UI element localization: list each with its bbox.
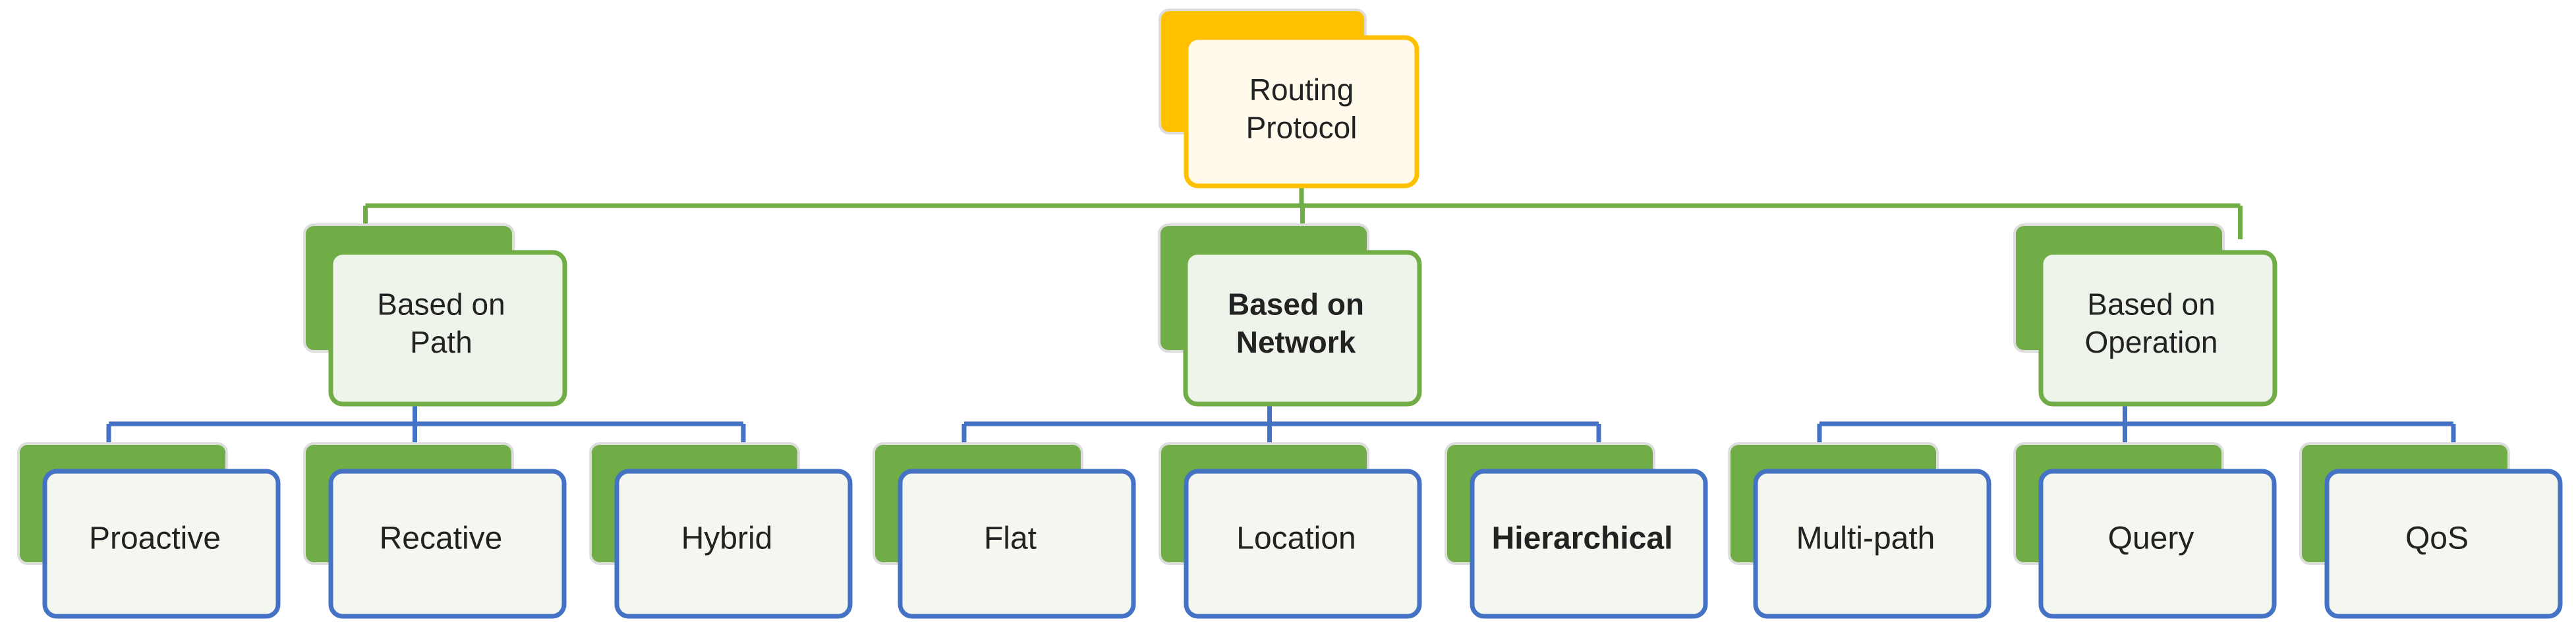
category-label-line1: Based on <box>377 287 505 321</box>
category-label-line2: Operation <box>2084 325 2218 359</box>
leaf-label: Multi-path <box>1796 521 1935 556</box>
root-card <box>1184 35 1419 189</box>
category-card <box>2038 250 2277 407</box>
leaf-card <box>1470 469 1708 619</box>
category-node: Based on Network <box>1158 223 1422 407</box>
leaf-label: Location <box>1236 521 1356 556</box>
leaf-card <box>898 469 1136 619</box>
leaf-card <box>2324 469 2563 619</box>
leaf-card <box>328 469 567 619</box>
leaf-card <box>1753 469 1991 619</box>
category-card <box>1183 250 1422 407</box>
leaf-node: Location <box>1159 442 1422 619</box>
leaf-node: Proactive <box>17 442 281 619</box>
category-node: Based on Operation <box>2013 223 2277 407</box>
leaf-node: Hierarchical <box>1445 442 1708 619</box>
leaf-card <box>2038 469 2277 619</box>
leaf-label: Hierarchical <box>1492 521 1673 556</box>
leaf-card <box>42 469 281 619</box>
leaf-node: QoS <box>2299 442 2563 619</box>
leaf-label: Hybrid <box>681 521 773 556</box>
leaf-node: Hybrid <box>589 442 853 619</box>
leaf-label: Proactive <box>89 521 221 556</box>
category-node: Based on Path <box>303 223 567 407</box>
category-label-line1: Based on <box>2087 287 2215 321</box>
leaf-card <box>614 469 853 619</box>
leaf-label: Flat <box>984 521 1037 556</box>
category-label-line1: Based on <box>1228 287 1364 321</box>
leaf-node: Query <box>2013 442 2277 619</box>
connectors <box>106 186 2456 443</box>
leaf-card <box>1184 469 1422 619</box>
leaf-node: Recative <box>303 442 567 619</box>
leaf-label: Recative <box>380 521 503 556</box>
root-label-line2: Protocol <box>1246 110 1358 144</box>
category-label-line2: Network <box>1236 325 1356 359</box>
root-label-line1: Routing <box>1249 73 1354 107</box>
leaf-node: Multi-path <box>1728 442 1991 619</box>
leaf-label: QoS <box>2405 521 2469 556</box>
leaf-label: Query <box>2108 521 2194 556</box>
leaf-node: Flat <box>873 442 1136 619</box>
category-card <box>328 250 567 407</box>
category-label-line2: Path <box>410 325 472 359</box>
